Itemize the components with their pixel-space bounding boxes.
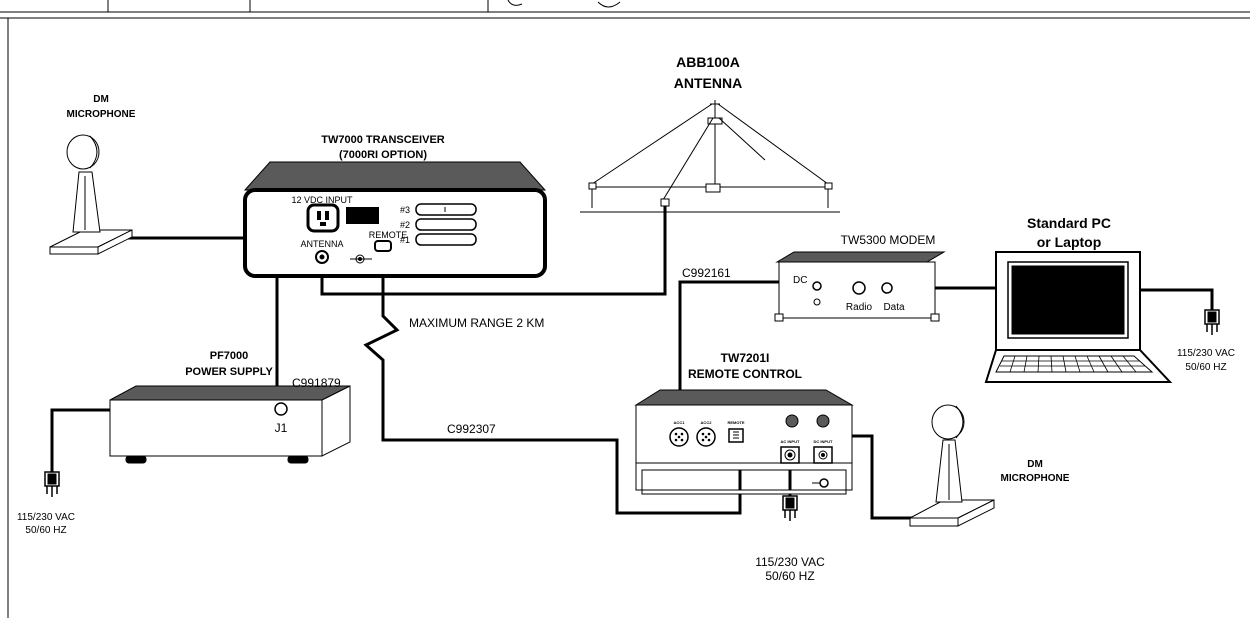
modem-label: TW5300 MODEM [841, 233, 936, 247]
mains-right-line2: 50/60 HZ [1185, 362, 1226, 373]
transceiver-label-line1: TW7000 TRANSCEIVER [321, 134, 445, 146]
modem-dc-label: DC [793, 275, 807, 286]
tw7000-transceiver [243, 161, 547, 278]
port-antenna: ANTENNA [300, 239, 343, 249]
pf7000-power-supply [109, 385, 351, 464]
cable-psu-mains [50, 408, 110, 472]
cable-right-mic [847, 434, 915, 520]
slot-2-label: #2 [400, 220, 410, 230]
modem-radio-label: Radio [846, 302, 873, 313]
remote-label-line1: TW7201I [721, 351, 770, 365]
antenna-title-line1: ABB100A [676, 54, 740, 70]
right-mic-label-line1: DM [1027, 459, 1043, 470]
modem-data-label: Data [883, 302, 905, 313]
dm-microphone-right [909, 404, 995, 527]
cable-laptop-mains [1140, 288, 1214, 310]
antenna-title-line2: ANTENNA [674, 75, 742, 91]
standard-pc-laptop [984, 251, 1173, 383]
cable-c991879-label: C991879 [292, 376, 341, 390]
remote-ac-input-label: AC INPUT [781, 439, 800, 444]
tw7201i-remote-control [634, 389, 854, 495]
cable-c992307-label: C992307 [447, 422, 496, 436]
transceiver-label-line2: (7000RI OPTION) [339, 149, 427, 161]
mains-left-line1: 115/230 VAC [17, 512, 75, 523]
mains-mid-line2: 50/60 HZ [765, 569, 814, 583]
mains-left-line2: 50/60 HZ [25, 525, 66, 536]
port-remote: REMOTE [369, 230, 408, 240]
remote-acc1-label: ACC1 [674, 420, 686, 425]
remote-label-line2: REMOTE CONTROL [688, 367, 802, 381]
mains-plug-left [44, 471, 60, 497]
psu-j1-label: J1 [275, 421, 288, 435]
abb100a-antenna [580, 100, 840, 213]
psu-label-line1: PF7000 [210, 350, 249, 362]
left-mic-label-line2: MICROPHONE [67, 109, 136, 120]
slot-3-label: #3 [400, 205, 410, 215]
max-range-label: MAXIMUM RANGE 2 KM [409, 316, 544, 330]
pc-label-line2: or Laptop [1037, 234, 1102, 250]
port-12vdc-input: 12 VDC INPUT [291, 195, 353, 205]
slot-1-label: #1 [400, 235, 410, 245]
cable-c992161-label: C992161 [682, 266, 731, 280]
cable-c992161 [678, 280, 813, 430]
tw5300-modem [774, 251, 946, 322]
dm-microphone-left [49, 134, 133, 255]
mains-right-line1: 115/230 VAC [1177, 348, 1235, 359]
remote-acc2-label: ACC2 [701, 420, 713, 425]
remote-dc-input-label: DC INPUT [814, 439, 833, 444]
right-mic-label-line2: MICROPHONE [1001, 473, 1070, 484]
pc-label-line1: Standard PC [1027, 215, 1111, 231]
mains-plug-laptop [1204, 309, 1220, 335]
remote-remote-label: REMOTE [727, 420, 744, 425]
cable-c992307 [363, 250, 742, 515]
psu-label-line2: POWER SUPPLY [185, 366, 273, 378]
mains-mid-line1: 115/230 VAC [755, 555, 825, 569]
mains-plug-remote [782, 495, 798, 521]
labels: ABB100A ANTENNA DM MICROPHONE TW7000 TRA… [17, 54, 1235, 583]
left-mic-label-line1: DM [93, 94, 109, 105]
